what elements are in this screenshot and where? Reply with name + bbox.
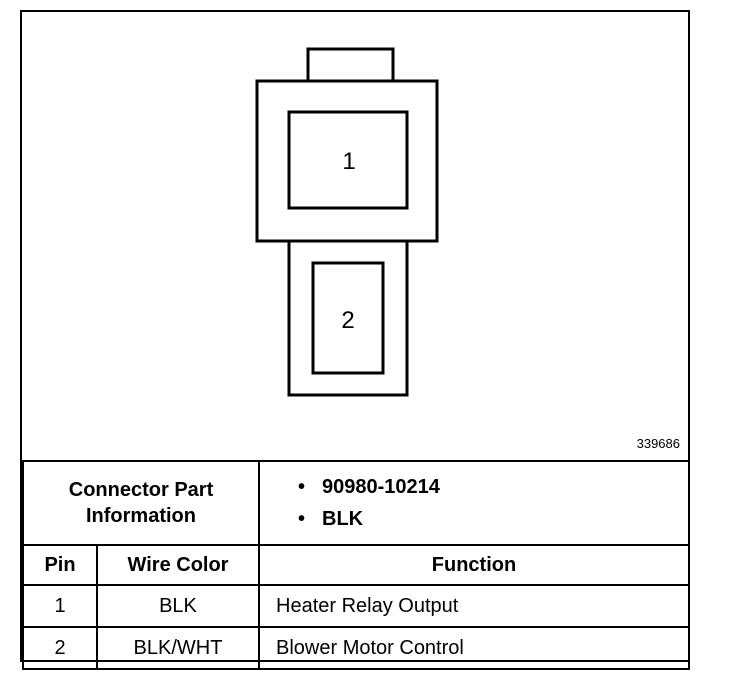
connector-part-info-values: • 90980-10214 • BLK — [258, 460, 690, 546]
table-row: 1 BLK Heater Relay Output — [22, 584, 690, 628]
connector-info-row: Connector Part Information • 90980-10214 … — [22, 460, 690, 546]
table-row: 2 BLK/WHT Blower Motor Control — [22, 626, 690, 670]
connector-color: BLK — [322, 508, 364, 530]
pin-1-label: 1 — [342, 148, 355, 175]
header-function: Function — [258, 544, 690, 586]
header-pin: Pin — [22, 544, 98, 586]
bullet-icon: • — [298, 476, 306, 498]
info-value-item: • BLK — [298, 503, 688, 535]
header-wire-color: Wire Color — [96, 544, 260, 586]
part-number: 90980-10214 — [322, 476, 440, 498]
info-value-item: • 90980-10214 — [298, 471, 688, 503]
row-wire-color: BLK — [96, 584, 260, 628]
table-header-row: Pin Wire Color Function — [22, 544, 690, 586]
connector-lock-tab — [306, 47, 395, 83]
row-pin: 2 — [22, 626, 98, 670]
pin-2-cavity — [311, 261, 385, 375]
connector-lower-housing — [287, 239, 409, 397]
row-function: Heater Relay Output — [258, 584, 690, 628]
pin-2-label: 2 — [341, 307, 354, 334]
row-pin: 1 — [22, 584, 98, 628]
pin-1-cavity — [287, 110, 409, 210]
info-label-line1: Connector Part — [68, 479, 214, 501]
info-label-line2: Information — [86, 505, 196, 527]
connector-pin-table: Connector Part Information • 90980-10214 … — [22, 460, 690, 670]
connector-part-info-label: Connector Part Information — [22, 460, 260, 546]
figure-id: 339686 — [636, 436, 680, 451]
diagram-frame: 1 2 339686 Connector Part Information • 9… — [20, 10, 690, 670]
row-wire-color: BLK/WHT — [96, 626, 260, 670]
row-function: Blower Motor Control — [258, 626, 690, 670]
connector-diagram-area: 1 2 339686 — [22, 12, 688, 460]
connector-drawing: 1 2 — [255, 47, 439, 397]
bullet-icon: • — [298, 508, 306, 530]
